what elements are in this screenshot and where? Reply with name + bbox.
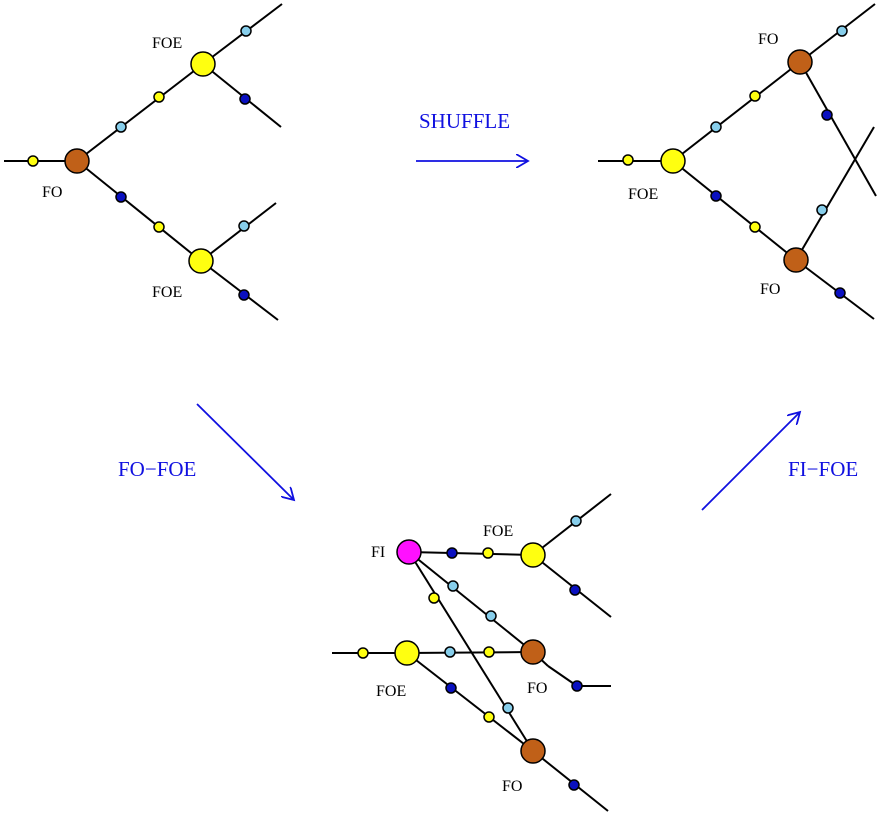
yellow-dot	[153, 91, 165, 103]
fo-foe-arrow-line	[196, 403, 294, 500]
edge	[672, 61, 801, 162]
light-blue-dot	[238, 220, 250, 232]
foe-node	[520, 542, 546, 568]
label-fo-bottom: FO	[760, 281, 780, 298]
edge	[406, 652, 534, 752]
graph-top-left-dots	[27, 25, 252, 301]
graph-bottom: FI FOE FOE FO FO	[332, 493, 612, 812]
graph-bottom-dots	[357, 515, 583, 791]
light-blue-dot	[115, 121, 127, 133]
fi-foe-arrow-line	[701, 412, 800, 511]
fo-node	[783, 247, 809, 273]
dark-blue-dot	[446, 547, 458, 559]
graph-top-left-labels: FOE FO FOE	[42, 35, 182, 301]
edge	[408, 551, 534, 556]
dark-blue-dot	[821, 109, 833, 121]
label-fi: FI	[371, 544, 385, 561]
foe-node	[188, 248, 214, 274]
yellow-dot	[27, 155, 39, 167]
dark-blue-dot	[445, 682, 457, 694]
dark-blue-dot	[571, 680, 583, 692]
label-foe: FOE	[628, 186, 658, 203]
graph-top-right: FO FOE FO	[598, 3, 877, 320]
dark-blue-dot	[710, 190, 722, 202]
yellow-dot	[153, 221, 165, 233]
edge	[200, 260, 279, 321]
light-blue-dot	[816, 204, 828, 216]
yellow-dot	[357, 647, 369, 659]
graph-top-right-edges	[598, 3, 877, 320]
light-blue-dot	[240, 25, 252, 37]
fi-foe-label: FI−FOE	[788, 457, 858, 481]
graph-bottom-nodes	[394, 539, 546, 764]
graph-top-left-edges	[4, 3, 283, 321]
yellow-dot	[749, 90, 761, 102]
dark-blue-dot	[239, 93, 251, 105]
graph-top-left: FOE FO FOE	[4, 3, 283, 321]
graph-bottom-edges	[332, 493, 612, 812]
label-foe-bottom: FOE	[152, 284, 182, 301]
light-blue-dot	[570, 515, 582, 527]
label-fo-middle: FO	[527, 680, 547, 697]
graph-bottom-labels: FI FOE FOE FO FO	[371, 523, 547, 795]
light-blue-dot	[444, 646, 456, 658]
yellow-dot	[482, 547, 494, 559]
shuffle-label: SHUFFLE	[419, 109, 510, 133]
dark-blue-dot	[115, 191, 127, 203]
fo-node	[520, 738, 546, 764]
fo-foe-arrow: FO−FOE	[118, 403, 294, 500]
edge	[76, 63, 204, 162]
fo-node	[787, 49, 813, 75]
edge	[200, 202, 277, 262]
yellow-dot	[483, 646, 495, 658]
yellow-dot	[428, 592, 440, 604]
graph-top-left-nodes	[64, 51, 216, 274]
edge	[547, 665, 578, 687]
foe-node	[394, 640, 420, 666]
foe-node	[190, 51, 216, 77]
dark-blue-dot	[569, 584, 581, 596]
label-fo-top: FO	[758, 31, 778, 48]
yellow-dot	[622, 154, 634, 166]
edge	[408, 551, 534, 653]
edge	[76, 160, 202, 262]
edge	[406, 651, 534, 654]
fi-foe-arrow: FI−FOE	[701, 412, 858, 511]
yellow-dot	[749, 221, 761, 233]
fo-node	[64, 148, 90, 174]
dark-blue-dot	[834, 287, 846, 299]
edge	[795, 259, 875, 320]
edge	[672, 160, 797, 261]
label-foe-left: FOE	[376, 683, 406, 700]
fi-node	[396, 539, 422, 565]
graph-top-right-dots	[622, 25, 848, 299]
light-blue-dot	[836, 25, 848, 37]
yellow-dot	[483, 711, 495, 723]
label-fo: FO	[42, 184, 62, 201]
dark-blue-dot	[238, 289, 250, 301]
edge	[799, 61, 877, 197]
label-fo-bottom: FO	[502, 778, 522, 795]
light-blue-dot	[710, 121, 722, 133]
foe-node	[660, 148, 686, 174]
fo-foe-label: FO−FOE	[118, 457, 196, 481]
shuffle-arrow: SHUFFLE	[416, 109, 528, 161]
light-blue-dot	[485, 610, 497, 622]
light-blue-dot	[447, 580, 459, 592]
edge	[795, 126, 875, 261]
label-foe-top: FOE	[483, 523, 513, 540]
dark-blue-dot	[568, 779, 580, 791]
label-foe-top: FOE	[152, 35, 182, 52]
light-blue-dot	[502, 702, 514, 714]
graph-top-right-labels: FO FOE FO	[628, 31, 780, 298]
fo-node	[520, 639, 546, 665]
graph-top-right-nodes	[660, 49, 813, 273]
